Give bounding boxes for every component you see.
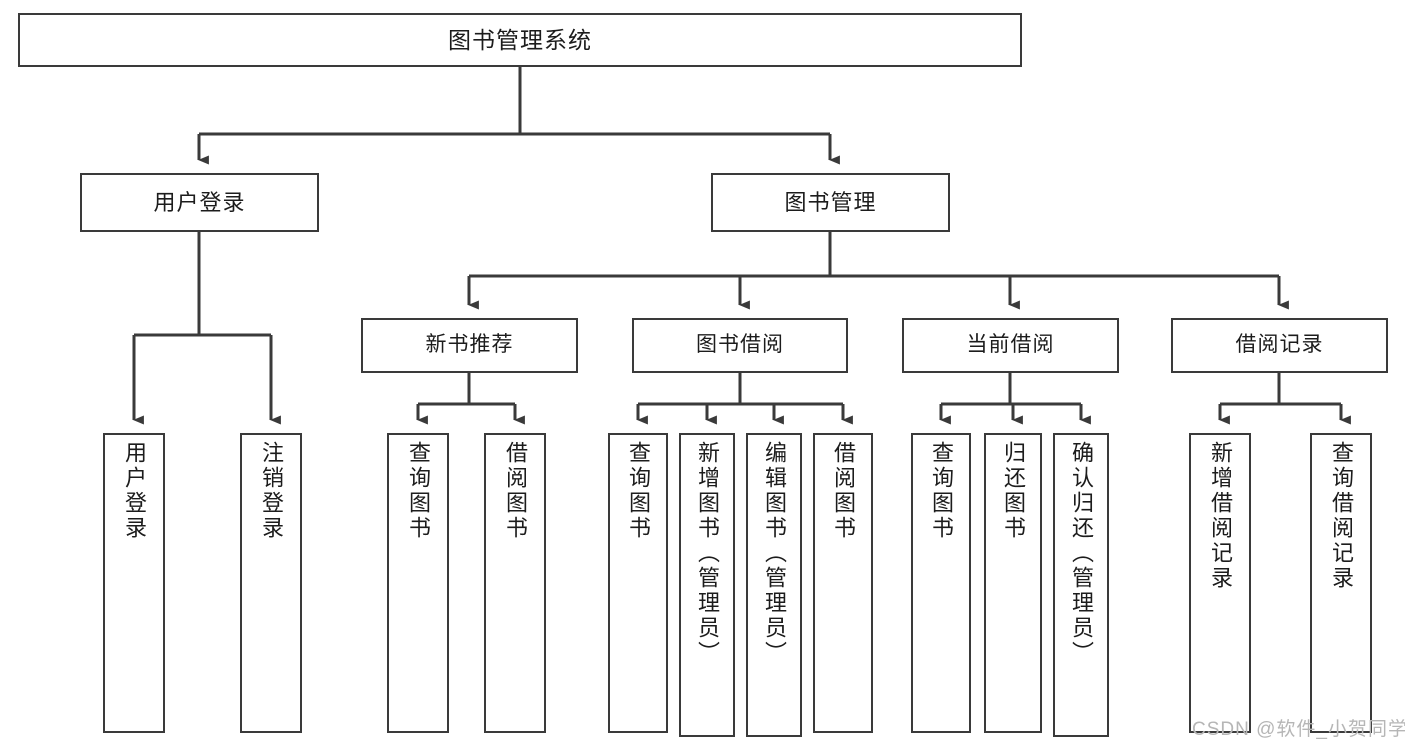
leaf-return-book[interactable]: 归还图书	[984, 433, 1042, 733]
node-new-book-recommend[interactable]: 新书推荐	[361, 318, 578, 373]
leaf-query-borrow-record[interactable]: 查询借阅记录	[1310, 433, 1372, 733]
node-borrow-record[interactable]: 借阅记录	[1171, 318, 1388, 373]
leaf-add-book-admin[interactable]: 新增图书（管理员）	[679, 433, 735, 737]
leaf-edit-book-admin[interactable]: 编辑图书（管理员）	[746, 433, 802, 737]
leaf-user-login-label: 用户登录	[122, 441, 147, 541]
node-new-book-recommend-label: 新书推荐	[425, 333, 514, 357]
leaf-borrow-book-new-label: 借阅图书	[503, 441, 528, 541]
leaf-borrow-book-label: 借阅图书	[831, 441, 856, 541]
node-current-borrow[interactable]: 当前借阅	[902, 318, 1119, 373]
leaf-query-book-new-label: 查询图书	[406, 441, 431, 541]
leaf-query-book-current[interactable]: 查询图书	[911, 433, 971, 733]
node-book-management-label: 图书管理	[784, 189, 877, 215]
node-book-borrow[interactable]: 图书借阅	[632, 318, 848, 373]
node-user-login-label: 用户登录	[153, 189, 246, 215]
csdn-watermark: CSDN @软件_小贺同学	[1192, 719, 1405, 740]
leaf-edit-book-admin-label: 编辑图书（管理员）	[762, 441, 787, 666]
node-borrow-record-label: 借阅记录	[1235, 333, 1324, 357]
node-root[interactable]: 图书管理系统	[18, 13, 1022, 67]
leaf-add-borrow-record[interactable]: 新增借阅记录	[1189, 433, 1251, 733]
leaf-borrow-book[interactable]: 借阅图书	[813, 433, 873, 733]
leaf-query-borrow-record-label: 查询借阅记录	[1329, 441, 1354, 591]
leaf-user-logout[interactable]: 注销登录	[240, 433, 302, 733]
leaf-confirm-return-admin-label: 确认归还（管理员）	[1069, 441, 1094, 666]
node-book-borrow-label: 图书借阅	[696, 333, 784, 357]
node-current-borrow-label: 当前借阅	[966, 333, 1055, 357]
leaf-query-book-borrow-label: 查询图书	[626, 441, 651, 541]
leaf-add-book-admin-label: 新增图书（管理员）	[695, 441, 720, 666]
leaf-return-book-label: 归还图书	[1001, 441, 1026, 541]
node-root-label: 图书管理系统	[448, 26, 592, 53]
node-user-login[interactable]: 用户登录	[80, 173, 319, 232]
leaf-confirm-return-admin[interactable]: 确认归还（管理员）	[1053, 433, 1109, 737]
leaf-query-book-borrow[interactable]: 查询图书	[608, 433, 668, 733]
leaf-user-logout-label: 注销登录	[259, 441, 284, 541]
leaf-user-login[interactable]: 用户登录	[103, 433, 165, 733]
node-book-management[interactable]: 图书管理	[711, 173, 950, 232]
leaf-query-book-new[interactable]: 查询图书	[387, 433, 449, 733]
leaf-query-book-current-label: 查询图书	[929, 441, 954, 541]
leaf-borrow-book-new[interactable]: 借阅图书	[484, 433, 546, 733]
leaf-add-borrow-record-label: 新增借阅记录	[1208, 441, 1233, 591]
